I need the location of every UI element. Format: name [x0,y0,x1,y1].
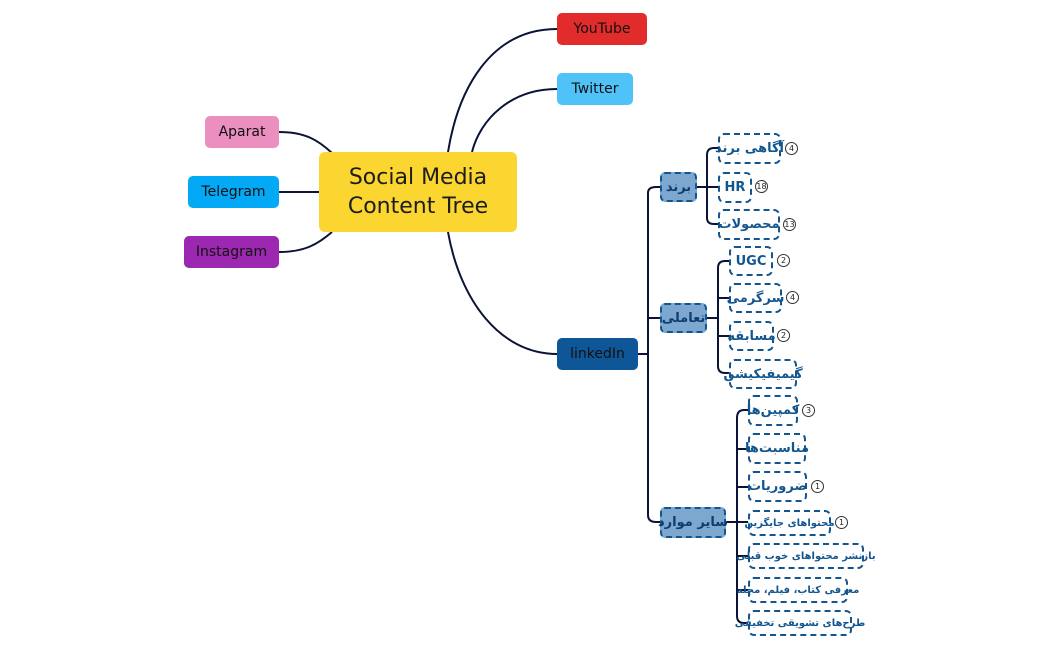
interactive-item-entertainment[interactable]: سرگرمی [726,283,785,313]
brand-item-products[interactable]: محصولات [718,209,780,240]
edge-interactive-items [707,260,729,374]
interactive-item-gamification[interactable]: گیمیفیکیشن [723,359,803,389]
other-item-book-film-magazine[interactable]: معرفی کتاب، فیلم، مجله [737,577,859,603]
category-other-label: سایر موارد [658,515,728,530]
brand-item-hr[interactable]: HR [718,172,752,203]
youtube-node[interactable]: YouTube [557,13,647,45]
leaf-label: HR [724,180,746,195]
brand-item-awareness[interactable]: آگاهی برند [715,133,784,164]
instagram-label: Instagram [195,244,268,260]
other-item-alternative-content[interactable]: محتواهای جایگزین [744,510,835,536]
instagram-node[interactable]: Instagram [184,236,279,268]
leaf-label: گیمیفیکیشن [723,366,803,382]
other-item-republish-content[interactable]: بازنشر محتواهای خوب قبلی [736,543,876,569]
leaf-label: UGC [735,253,767,269]
interactive-item-ugc[interactable]: UGC [729,246,773,276]
edge-youtube [447,28,558,153]
category-brand[interactable]: برند [660,172,697,202]
youtube-label: YouTube [573,21,631,37]
edge-twitter [471,88,558,153]
count-badge: 4 [785,142,798,155]
other-item-essentials[interactable]: ضروریات [748,471,807,502]
root-node[interactable]: Social Media Content Tree [319,152,517,232]
root-title-line2: Content Tree [347,194,489,219]
count-badge: 13 [783,218,796,231]
twitter-node[interactable]: Twitter [557,73,633,105]
linkedin-label: linkedIn [570,346,625,362]
leaf-label: محصولات [718,217,780,232]
count-badge: 1 [811,480,824,493]
count-badge: 18 [755,180,768,193]
telegram-node[interactable]: Telegram [188,176,279,208]
aparat-node[interactable]: Aparat [205,116,279,148]
edge-aparat [278,131,333,154]
edge-linkedin [447,231,558,355]
root-title-line1: Social Media [348,165,488,190]
leaf-label: کمپین‌ها [746,403,800,418]
edge-linkedin-categories [637,186,660,523]
edge-brand-items [697,147,718,225]
leaf-label: مسابقه [727,328,776,344]
count-badge: 3 [802,404,815,417]
aparat-label: Aparat [218,124,266,140]
interactive-item-contest[interactable]: مسابقه [727,321,776,351]
leaf-label: بازنشر محتواهای خوب قبلی [736,550,876,562]
other-item-campaigns[interactable]: کمپین‌ها [746,395,800,426]
leaf-label: آگاهی برند [715,141,784,156]
count-badge: 4 [786,291,799,304]
count-badge: 2 [777,329,790,342]
leaf-label: سرگرمی [726,290,785,306]
category-interactive[interactable]: تعاملی [660,303,707,333]
category-other[interactable]: سایر موارد [658,507,728,538]
leaf-label: طرح‌های تشویقی تخفیفی [734,617,866,629]
leaf-label: مناسبت‌ها [745,441,809,456]
category-brand-label: برند [665,179,692,195]
other-item-discount-incentives[interactable]: طرح‌های تشویقی تخفیفی [735,610,865,636]
linkedin-node[interactable]: linkedIn [557,338,638,370]
edge-instagram [278,231,333,253]
twitter-label: Twitter [571,81,619,97]
leaf-label: محتواهای جایگزین [744,517,835,529]
edge-other-items [726,409,748,624]
category-interactive-label: تعاملی [661,310,706,326]
leaf-label: ضروریات [747,479,808,494]
telegram-label: Telegram [201,184,266,200]
leaf-label: معرفی کتاب، فیلم، مجله [736,584,860,596]
other-item-occasions[interactable]: مناسبت‌ها [745,433,809,464]
count-badge: 1 [835,516,848,529]
count-badge: 2 [777,254,790,267]
